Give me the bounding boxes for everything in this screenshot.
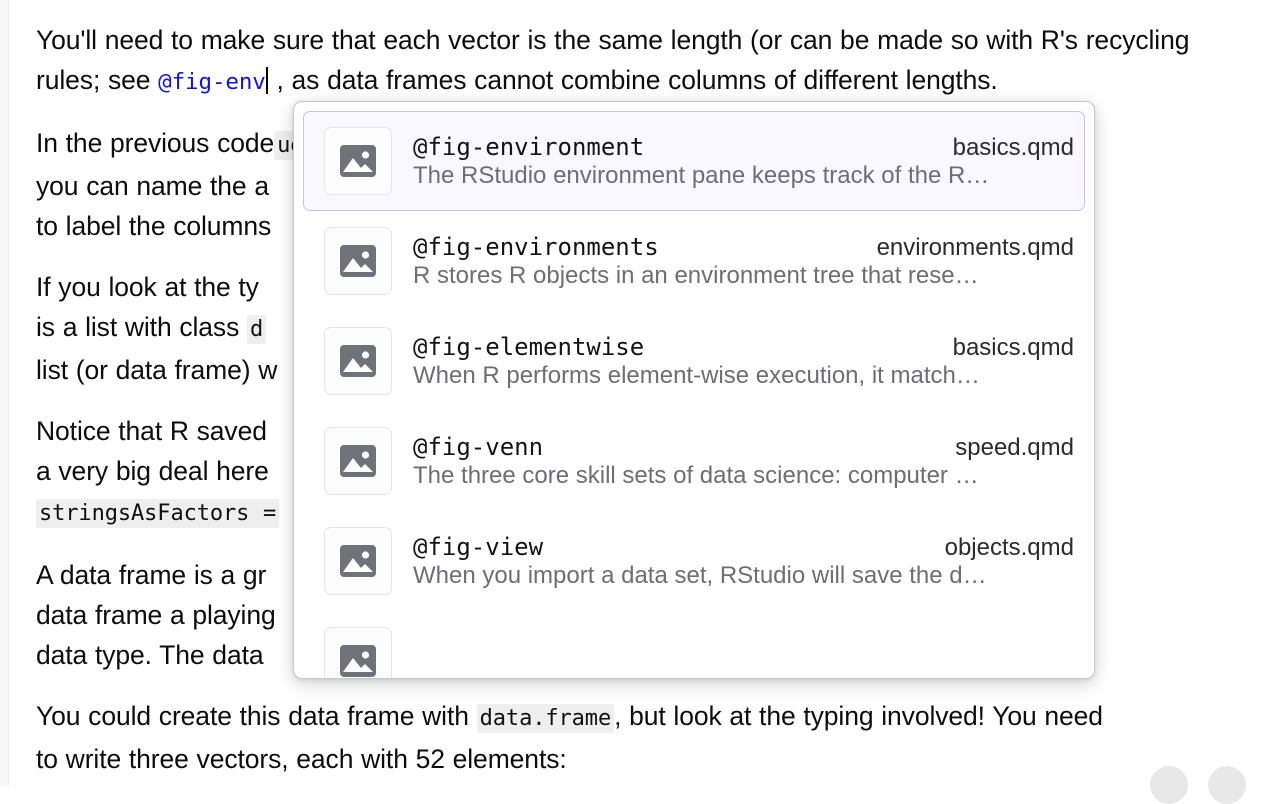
left-gutter — [0, 0, 9, 786]
image-placeholder-icon — [324, 527, 392, 595]
autocomplete-item-header: @fig-environments environments.qmd — [413, 233, 1074, 262]
paragraph-5-line3-left: data type. The data — [36, 640, 264, 670]
paragraph-3-line1-left: If you look at the ty — [36, 272, 259, 302]
autocomplete-item-body: @fig-environments environments.qmd R sto… — [413, 233, 1074, 290]
autocomplete-list[interactable]: @fig-environment basics.qmd The RStudio … — [294, 102, 1094, 678]
paragraph-6-text-b: , but look at the typing involved! You n… — [614, 701, 1103, 731]
inline-code-class: d — [246, 315, 267, 344]
paragraph-6-line2: to write three vectors, each with 52 ele… — [36, 744, 567, 774]
autocomplete-item-fig-elementwise[interactable]: @fig-elementwise basics.qmd When R perfo… — [303, 311, 1085, 411]
autocomplete-item-header: @fig-view objects.qmd — [413, 533, 1074, 562]
autocomplete-item-file: basics.qmd — [952, 333, 1074, 361]
autocomplete-item-description: R stores R objects in an environment tre… — [413, 261, 979, 289]
image-placeholder-icon — [324, 127, 392, 195]
image-placeholder-icon — [324, 327, 392, 395]
autocomplete-item-partial[interactable] — [303, 611, 1085, 678]
autocomplete-item-file: objects.qmd — [944, 533, 1074, 561]
inline-code-strings-as-factors: stringsAsFactors = — [36, 499, 280, 528]
paragraph-4-line1-left: Notice that R saved — [36, 416, 267, 446]
autocomplete-item-id: @fig-environments — [413, 232, 659, 261]
autocomplete-item-id: @fig-environment — [413, 132, 645, 161]
autocomplete-item-header: @fig-venn speed.qmd — [413, 433, 1074, 462]
image-placeholder-icon — [324, 227, 392, 295]
crossref-autocomplete-popup[interactable]: @fig-environment basics.qmd The RStudio … — [293, 101, 1095, 679]
paragraph-2-left: In the previous code — [36, 128, 275, 158]
autocomplete-item-description: When you import a data set, RStudio will… — [413, 561, 987, 589]
image-placeholder-icon — [324, 627, 392, 678]
paragraph-3-line3-left: list (or data frame) w — [36, 355, 278, 385]
autocomplete-item-id: @fig-elementwise — [413, 332, 645, 361]
fab-left-button[interactable] — [1150, 766, 1188, 804]
paragraph-3-line2-left: is a list with class — [36, 312, 247, 342]
autocomplete-item-file: speed.qmd — [955, 433, 1074, 461]
autocomplete-item-file: basics.qmd — [952, 133, 1074, 161]
autocomplete-item-header: @fig-elementwise basics.qmd — [413, 333, 1074, 362]
autocomplete-item-body: @fig-view objects.qmd When you import a … — [413, 533, 1074, 590]
paragraph-2-line2-left: you can name the a — [36, 171, 269, 201]
autocomplete-item-file: environments.qmd — [876, 233, 1074, 261]
autocomplete-item-body: @fig-elementwise basics.qmd When R perfo… — [413, 333, 1074, 390]
autocomplete-item-fig-venn[interactable]: @fig-venn speed.qmd The three core skill… — [303, 411, 1085, 511]
floating-action-buttons[interactable] — [1150, 766, 1246, 804]
image-placeholder-icon — [324, 427, 392, 495]
autocomplete-item-fig-environment[interactable]: @fig-environment basics.qmd The RStudio … — [303, 111, 1085, 211]
paragraph-1-text-after: , as data frames cannot combine columns … — [268, 65, 998, 95]
paragraph-5-line1-left: A data frame is a gr — [36, 560, 267, 590]
cross-reference-token[interactable]: @fig-env — [158, 69, 266, 95]
text-caret — [265, 67, 268, 94]
autocomplete-item-body: @fig-environment basics.qmd The RStudio … — [413, 133, 1074, 190]
autocomplete-item-description: The RStudio environment pane keeps track… — [413, 161, 990, 189]
autocomplete-item-id: @fig-venn — [413, 432, 544, 461]
paragraph-4-line2-left: a very big deal here — [36, 456, 269, 486]
autocomplete-item-id: @fig-view — [413, 532, 544, 561]
autocomplete-item-fig-environments[interactable]: @fig-environments environments.qmd R sto… — [303, 211, 1085, 311]
autocomplete-item-fig-view[interactable]: @fig-view objects.qmd When you import a … — [303, 511, 1085, 611]
paragraph-1-text-before: You'll need to make sure that each vecto… — [36, 25, 1078, 55]
paragraph-6-text-a: You could create this data frame with — [36, 701, 477, 731]
paragraph-2-line3-left: to label the columns — [36, 211, 272, 241]
paragraph-1[interactable]: You'll need to make sure that each vecto… — [36, 20, 1232, 102]
inline-code-data-frame: data.frame — [476, 704, 615, 733]
autocomplete-item-header: @fig-environment basics.qmd — [413, 133, 1074, 162]
paragraph-6[interactable]: You could create this data frame with da… — [36, 696, 1232, 779]
autocomplete-item-body: @fig-venn speed.qmd The three core skill… — [413, 433, 1074, 490]
paragraph-5-line2-left: data frame a playing — [36, 600, 276, 630]
paragraph-1-text-see: recycling rules; see — [36, 25, 1198, 95]
fab-right-button[interactable] — [1208, 766, 1246, 804]
autocomplete-item-description: When R performs element-wise execution, … — [413, 361, 980, 389]
autocomplete-item-description: The three core skill sets of data scienc… — [413, 461, 979, 489]
